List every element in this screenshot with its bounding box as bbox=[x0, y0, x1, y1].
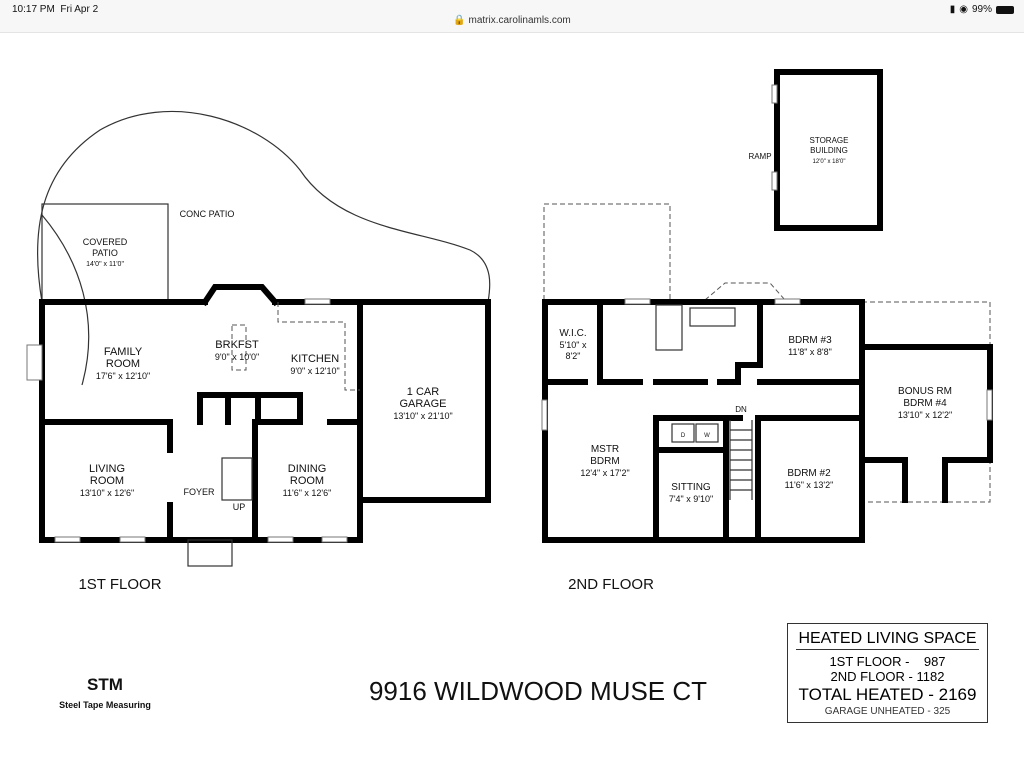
second-floor-label: 2ND FLOOR bbox=[568, 576, 654, 593]
company-logo: STM bbox=[87, 675, 123, 694]
label-conc-patio: CONC PATIO bbox=[180, 209, 235, 219]
lock-icon: 🔒 bbox=[453, 15, 466, 26]
size-garage: 13'10" x 21'10" bbox=[393, 411, 452, 421]
label-living-room-2: ROOM bbox=[90, 475, 124, 487]
label-dining-room: DINING bbox=[288, 463, 327, 475]
size-mstr: 12'4" x 17'2" bbox=[580, 468, 629, 478]
size-family-room: 17'6" x 12'10" bbox=[96, 371, 150, 381]
size-dining-room: 11'6" x 12'6" bbox=[283, 488, 332, 498]
url-bar[interactable]: 🔒 matrix.carolinamls.com bbox=[0, 15, 1024, 26]
bathtub-2 bbox=[689, 307, 736, 327]
size-bdrm2: 11'6" x 13'2" bbox=[785, 480, 834, 490]
label-bdrm3: BDRM #3 bbox=[788, 335, 832, 346]
label-dn: DN bbox=[735, 405, 747, 414]
label-bonus-2: BDRM #4 bbox=[903, 398, 947, 409]
bathtub bbox=[655, 304, 683, 351]
label-washer: W bbox=[704, 433, 710, 439]
label-dryer: D bbox=[681, 433, 686, 439]
fireplace bbox=[26, 344, 43, 381]
label-kitchen: KITCHEN bbox=[291, 353, 339, 365]
label-mstr: MSTR bbox=[591, 444, 619, 455]
battery-percent: 99% bbox=[971, 4, 992, 15]
size-storage: 12'0" x 18'0" bbox=[813, 159, 846, 165]
stairs-down bbox=[729, 420, 753, 500]
label-storage: STORAGE bbox=[810, 136, 849, 145]
size-sitting: 7'4" x 9'10" bbox=[669, 494, 713, 504]
wifi-icon: ◉ bbox=[959, 4, 968, 15]
label-storage-2: BUILDING bbox=[810, 146, 848, 155]
label-garage: 1 CAR bbox=[407, 386, 439, 398]
status-icons: ▮◉99% bbox=[950, 4, 1014, 15]
address-title: 9916 WILDWOOD MUSE CT bbox=[369, 676, 707, 706]
label-family-room-2: ROOM bbox=[106, 358, 140, 370]
summary-garage: GARAGE UNHEATED - 325 bbox=[824, 706, 951, 717]
size-covered-patio: 14'0" x 11'0" bbox=[86, 261, 124, 268]
label-brkfst: BRKFST bbox=[215, 339, 259, 351]
patio-curve bbox=[41, 214, 90, 386]
size-living-room: 13'10" x 12'6" bbox=[80, 488, 134, 498]
size-wic-2: 8'2" bbox=[566, 351, 581, 361]
second-floor-walls bbox=[541, 203, 993, 543]
status-bar: 10:17 PM Fri Apr 2 🔒 matrix.carolinamls.… bbox=[0, 0, 1024, 33]
size-kitchen: 9'0" x 12'10" bbox=[290, 366, 339, 376]
washer bbox=[695, 423, 719, 443]
summary-second-floor: 2ND FLOOR - 1182 bbox=[830, 669, 945, 684]
label-sitting: SITTING bbox=[671, 482, 711, 493]
label-dining-room-2: ROOM bbox=[290, 475, 324, 487]
heated-space-summary: HEATED LIVING SPACE 1ST FLOOR - 987 2ND … bbox=[787, 623, 988, 723]
company-name: Steel Tape Measuring bbox=[59, 700, 151, 710]
label-covered-patio: COVERED bbox=[83, 237, 128, 247]
conc-patio-outline bbox=[37, 110, 491, 303]
label-bdrm2: BDRM #2 bbox=[787, 468, 831, 479]
storage-building-walls bbox=[774, 69, 883, 231]
label-wic: W.I.C. bbox=[559, 328, 586, 339]
size-bonus: 13'10" x 12'2" bbox=[898, 410, 952, 420]
label-living-room: LIVING bbox=[89, 463, 125, 475]
summary-total: TOTAL HEATED - 2169 bbox=[798, 685, 977, 704]
label-mstr-2: BDRM bbox=[590, 456, 619, 467]
url-text: matrix.carolinamls.com bbox=[468, 15, 571, 26]
battery-icon bbox=[996, 5, 1014, 14]
label-family-room: FAMILY bbox=[104, 346, 143, 358]
size-brkfst: 9'0" x 10'0" bbox=[215, 352, 259, 362]
clock: 10:17 PM Fri Apr 2 bbox=[12, 4, 98, 15]
label-bonus: BONUS RM bbox=[898, 386, 952, 397]
label-foyer: FOYER bbox=[183, 487, 215, 497]
label-up: UP bbox=[233, 502, 246, 512]
stairs-up bbox=[221, 457, 253, 501]
clock-time: 10:17 PM bbox=[12, 4, 55, 15]
first-floor-walls bbox=[26, 284, 491, 567]
signal-icon: ▮ bbox=[949, 4, 956, 15]
size-wic-1: 5'10" x bbox=[560, 340, 587, 350]
label-ramp: RAMP bbox=[748, 152, 771, 161]
summary-title: HEATED LIVING SPACE bbox=[796, 630, 979, 650]
clock-date: Fri Apr 2 bbox=[60, 4, 99, 15]
summary-first-floor: 1ST FLOOR - 987 bbox=[829, 654, 946, 669]
label-garage-2: GARAGE bbox=[399, 398, 446, 410]
dryer bbox=[671, 423, 695, 443]
size-bdrm3: 11'8" x 8'8" bbox=[788, 347, 832, 357]
front-stoop bbox=[187, 539, 233, 567]
label-covered-patio-2: PATIO bbox=[92, 248, 118, 258]
first-floor-label: 1ST FLOOR bbox=[78, 576, 161, 593]
